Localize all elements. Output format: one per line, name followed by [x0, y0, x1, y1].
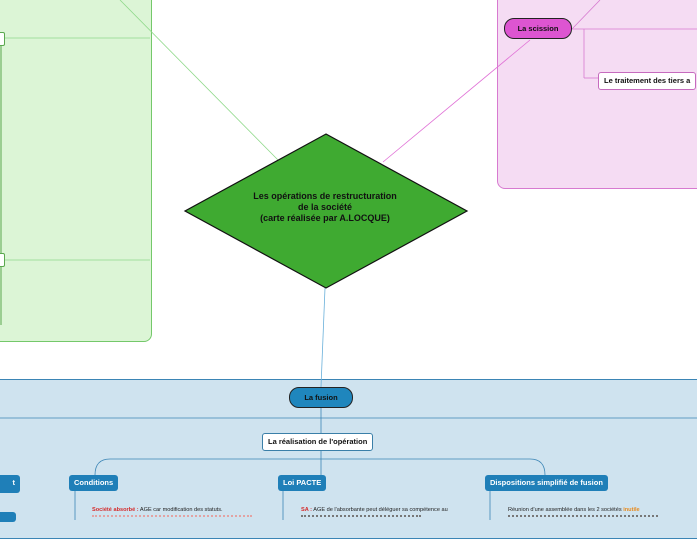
- connector-left-main: [119, 0, 279, 161]
- connector-fusion: [320, 287, 326, 388]
- loi-pacte-detail-lead: SA :: [301, 507, 312, 513]
- central-topic-line-1: Les opérations de restructuration: [253, 191, 397, 201]
- conditions-detail-text: AGE car modification des statuts.: [139, 507, 223, 513]
- realisation-node[interactable]: La réalisation de l'opération: [262, 433, 374, 451]
- conditions-detail: Société absorbé : AGE car modification d…: [92, 506, 223, 514]
- central-topic[interactable]: Les opérations de restructuration de la …: [225, 191, 425, 224]
- loi-pacte-detail: SA : AGE de l'absorbante peut déléguer s…: [301, 506, 448, 514]
- connector-scission: [382, 39, 531, 163]
- scission-node[interactable]: La scission: [504, 18, 572, 39]
- dispositions-label: Dispositions simplifié de fusion: [490, 478, 603, 487]
- left-edge-tag-2[interactable]: [0, 512, 16, 522]
- traitement-tiers-node[interactable]: Le traitement des tiers a: [598, 72, 697, 90]
- traitement-tiers-label: Le traitement des tiers a: [604, 76, 691, 85]
- loi-pacte-node[interactable]: Loi PACTE: [278, 475, 327, 491]
- connector-scission-top: [571, 0, 601, 30]
- dispositions-detail: Réunion d'une assemblée dans les 2 socié…: [508, 506, 640, 514]
- central-diamond: [183, 133, 469, 289]
- conditions-node[interactable]: Conditions: [69, 475, 119, 491]
- dispositions-detail-text: Réunion d'une assemblée dans les 2 socié…: [508, 507, 622, 513]
- conditions-label: Conditions: [74, 478, 114, 487]
- left-edge-tag-1[interactable]: t: [0, 475, 20, 493]
- left-edge-tag-label: t: [12, 478, 16, 487]
- left-node-1[interactable]: [0, 32, 5, 46]
- left-node-2[interactable]: [0, 253, 5, 267]
- realisation-label: La réalisation de l'opération: [268, 437, 368, 446]
- dispositions-detail-clipped: [508, 515, 658, 520]
- connector-lines: [0, 0, 697, 520]
- left-branch-panel: [0, 0, 152, 342]
- fusion-label: La fusion: [304, 393, 338, 402]
- loi-pacte-label: Loi PACTE: [283, 478, 322, 487]
- loi-pacte-detail-clipped: [301, 515, 421, 520]
- dispositions-node[interactable]: Dispositions simplifié de fusion: [485, 475, 608, 491]
- connector-branches: [94, 458, 546, 476]
- central-topic-line-2: de la société: [297, 202, 353, 212]
- dispositions-detail-highlight: inutile: [623, 507, 640, 513]
- conditions-detail-clipped: [92, 515, 252, 520]
- loi-pacte-detail-text: AGE de l'absorbante peut déléguer sa com…: [313, 507, 448, 513]
- central-topic-line-3: (carte réalisée par A.LOCQUE): [260, 213, 390, 223]
- scission-label: La scission: [517, 24, 559, 33]
- conditions-detail-lead: Société absorbé :: [92, 507, 139, 513]
- fusion-node[interactable]: La fusion: [289, 387, 353, 408]
